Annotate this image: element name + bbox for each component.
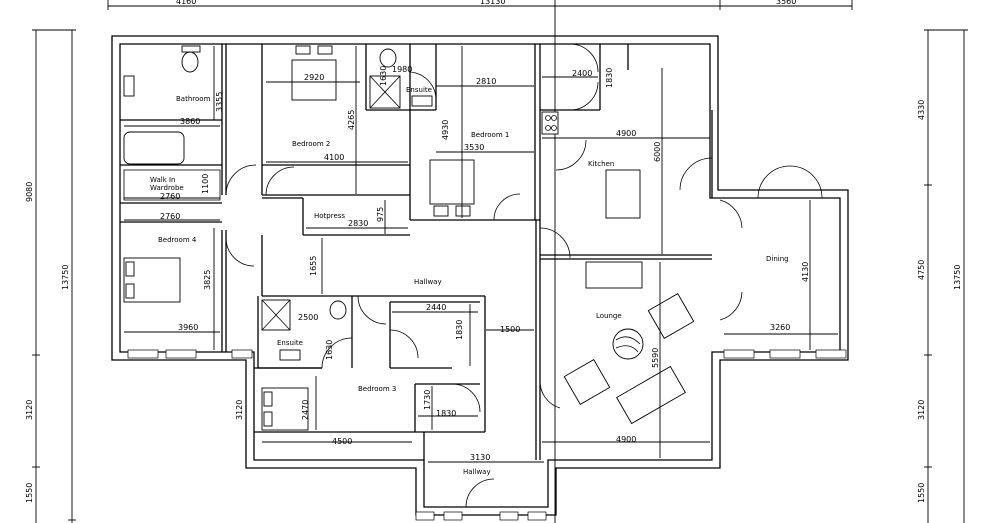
dim-bed3-width: 4500 [332,437,352,446]
dim-hall-top-b: 1830 [605,68,614,88]
label-ensuite-top: Ensuite [406,86,432,94]
dim-bed2-width: 4100 [324,153,344,162]
dim-wardrobe-width: 2760 [160,192,180,201]
dim-top-right: 3560 [776,0,796,6]
dim-lounge-height: 5590 [651,348,660,368]
dim-left-lower: 3120 [235,400,244,420]
dim-hall-width: 1500 [500,325,520,334]
dim-ens2-height: 1630 [325,340,334,360]
dim-kitchen-width: 4900 [616,129,636,138]
dim-closet2-width: 1830 [436,409,456,418]
dim-ens2-width: 2500 [298,313,318,322]
dim-right-lower: 3120 [917,400,926,420]
doors [225,43,823,508]
dim-lounge-width: 4900 [616,435,636,444]
dim-ens-height: 1630 [379,66,388,86]
dim-left-total: 9080 [25,182,34,202]
dim-bed2-width-top: 2920 [304,73,324,82]
dim-hall-height: 1655 [309,256,318,276]
dim-left-mid: 3120 [25,400,34,420]
dim-closet-height: 1830 [455,320,464,340]
dim-left-bottom: 1550 [25,483,34,503]
dim-right-bottom: 1550 [917,483,926,503]
dim-bath-height: 3355 [215,92,224,112]
interior-dims [124,46,838,463]
dim-bed4-width: 3960 [178,323,198,332]
label-hallway-entry: Hallway [463,468,491,476]
dim-ens-width: 1980 [392,65,412,74]
dim-dining-height: 4130 [801,262,810,282]
label-bedroom-3: Bedroom 3 [358,385,396,393]
label-dining: Dining [766,255,789,263]
exterior-walls [111,35,849,516]
dim-bed1-height: 4930 [441,120,450,140]
dim-closet-width: 2440 [426,303,446,312]
dim-left-overall: 13750 [61,265,70,290]
dim-right-top: 4330 [917,100,926,120]
label-bathroom: Bathroom [176,95,211,103]
dim-right-overall: 13750 [953,265,962,290]
dim-right-mid: 4750 [917,260,926,280]
dim-dining-width: 3260 [770,323,790,332]
dim-top-left: 4160 [176,0,196,6]
dim-bed4-width-top: 2760 [160,212,180,221]
dim-bed4-height: 3825 [203,270,212,290]
label-bedroom-2: Bedroom 2 [292,140,330,148]
dimension-chains [32,0,968,523]
interior-walls [120,44,713,460]
room-labels: Bathroom Walk In Wardrobe Bedroom 4 Bedr… [150,86,789,476]
dim-kitchen-height: 6000 [653,142,662,162]
dim-hotpress-width: 2830 [348,219,368,228]
dim-bed3-height: 2470 [301,400,310,420]
dim-entry-width: 3130 [470,453,490,462]
dim-hotpress-height: 975 [376,207,385,222]
label-ensuite-bottom: Ensuite [277,339,303,347]
dim-bath-width: 3860 [180,117,200,126]
label-lounge: Lounge [596,312,622,320]
label-hallway-main: Hallway [414,278,442,286]
label-kitchen: Kitchen [588,160,614,168]
label-walkin-2: Wardrobe [150,184,184,192]
label-bedroom-1: Bedroom 1 [471,131,509,139]
label-bedroom-4: Bedroom 4 [158,236,197,244]
label-walkin-1: Walk In [150,176,176,184]
dimension-labels: 4160 13130 3560 9080 13750 3120 1550 312… [25,0,962,503]
dim-hall-top-a: 2400 [572,69,592,78]
dim-bed2-height: 4265 [347,110,356,130]
dim-bed1-width: 3530 [464,143,484,152]
fixtures [123,45,847,521]
dim-closet2-height: 1730 [423,390,432,410]
label-hotpress: Hotpress [314,212,345,220]
dim-bed1-width-top: 2810 [476,77,496,86]
dim-top-mid: 13130 [480,0,505,6]
dim-wardrobe-height: 1100 [201,174,210,194]
